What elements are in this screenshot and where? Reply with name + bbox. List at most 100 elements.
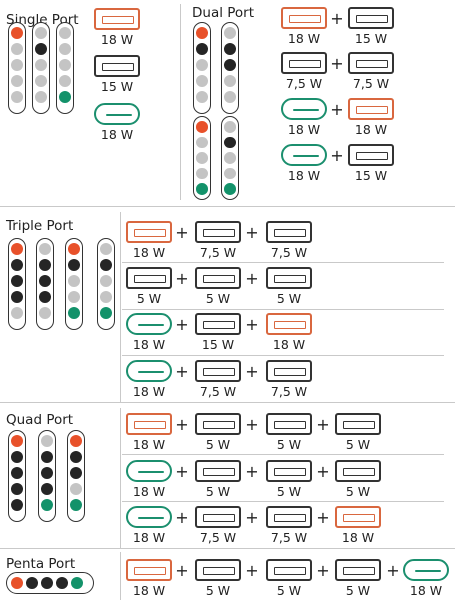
section-title: Quad Port [6, 412, 74, 428]
led-dot [68, 307, 80, 319]
led-dot [196, 121, 208, 133]
divider [0, 548, 455, 549]
led-dot [224, 183, 236, 195]
wattage-label: 18 W [409, 583, 443, 598]
plus-sign: + [316, 415, 330, 434]
led-dot [11, 75, 23, 87]
led-dot [68, 291, 80, 303]
plus-sign: + [330, 100, 344, 119]
led-dot [59, 43, 71, 55]
divider [122, 309, 444, 310]
led-dot [39, 259, 51, 271]
wattage-label: 15 W [100, 79, 134, 94]
wattage-label: 5 W [345, 484, 371, 499]
led-dot [196, 152, 208, 164]
led-dot [70, 467, 82, 479]
led-dot [196, 43, 208, 55]
plus-sign: + [175, 362, 189, 381]
plus-sign: + [245, 315, 259, 334]
led-dot [41, 435, 53, 447]
led-dot [70, 435, 82, 447]
led-dot [196, 75, 208, 87]
wattage-label: 18 W [341, 530, 375, 545]
led-dot [11, 435, 23, 447]
plus-sign: + [330, 9, 344, 28]
led-indicator [67, 430, 85, 522]
divider [122, 501, 444, 502]
wattage-label: 7,5 W [199, 530, 237, 545]
led-dot [70, 499, 82, 511]
led-dot [39, 307, 51, 319]
led-dot [100, 291, 112, 303]
wattage-label: 18 W [132, 583, 166, 598]
wattage-label: 18 W [287, 122, 321, 137]
led-indicator [221, 116, 239, 200]
led-indicator [193, 22, 211, 114]
led-dot [11, 91, 23, 103]
plus-sign: + [245, 508, 259, 527]
wattage-label: 5 W [276, 583, 302, 598]
led-dot [59, 59, 71, 71]
led-dot [41, 483, 53, 495]
led-dot [41, 577, 53, 589]
led-indicator [8, 238, 26, 330]
section-title: Penta Port [6, 556, 76, 572]
wattage-label: 18 W [132, 530, 166, 545]
led-dot [100, 243, 112, 255]
led-dot [196, 91, 208, 103]
divider [0, 402, 455, 403]
led-dot [11, 243, 23, 255]
led-dot [35, 59, 47, 71]
led-dot [11, 27, 23, 39]
wattage-label: 18 W [100, 32, 134, 47]
led-dot [41, 451, 53, 463]
section-title: Dual Port [192, 5, 255, 21]
plus-sign: + [245, 415, 259, 434]
led-dot [39, 243, 51, 255]
led-dot [11, 307, 23, 319]
led-dot [224, 121, 236, 133]
plus-sign: + [245, 462, 259, 481]
led-dot [70, 483, 82, 495]
wattage-label: 18 W [272, 337, 306, 352]
led-dot [196, 183, 208, 195]
led-dot [224, 136, 236, 149]
led-dot [68, 275, 80, 287]
wattage-label: 7,5 W [270, 384, 308, 399]
led-dot [11, 291, 23, 303]
wattage-label: 5 W [276, 437, 302, 452]
wattage-label: 5 W [205, 291, 231, 306]
plus-sign: + [175, 223, 189, 242]
wattage-label: 18 W [132, 484, 166, 499]
led-dot [11, 483, 23, 495]
led-indicator [193, 116, 211, 200]
led-dot [196, 59, 208, 71]
led-dot [35, 43, 47, 55]
led-dot [224, 27, 236, 39]
led-dot [71, 577, 83, 589]
plus-sign: + [245, 223, 259, 242]
wattage-label: 5 W [345, 583, 371, 598]
led-dot [224, 75, 236, 87]
divider [0, 206, 455, 207]
led-dot [59, 75, 71, 87]
wattage-label: 5 W [205, 437, 231, 452]
wattage-label: 7,5 W [352, 76, 390, 91]
wattage-label: 18 W [132, 245, 166, 260]
led-dot [70, 451, 82, 463]
led-dot [59, 91, 71, 103]
divider [120, 552, 121, 600]
led-dot [35, 27, 47, 39]
led-dot [224, 152, 236, 164]
wattage-label: 18 W [287, 168, 321, 183]
wattage-label: 7,5 W [270, 245, 308, 260]
led-dot [11, 59, 23, 71]
led-indicator [38, 430, 56, 522]
plus-sign: + [175, 462, 189, 481]
led-dot [224, 91, 236, 103]
wattage-label: 5 W [345, 437, 371, 452]
plus-sign: + [316, 508, 330, 527]
plus-sign: + [316, 462, 330, 481]
led-dot [39, 291, 51, 303]
led-dot [41, 499, 53, 511]
